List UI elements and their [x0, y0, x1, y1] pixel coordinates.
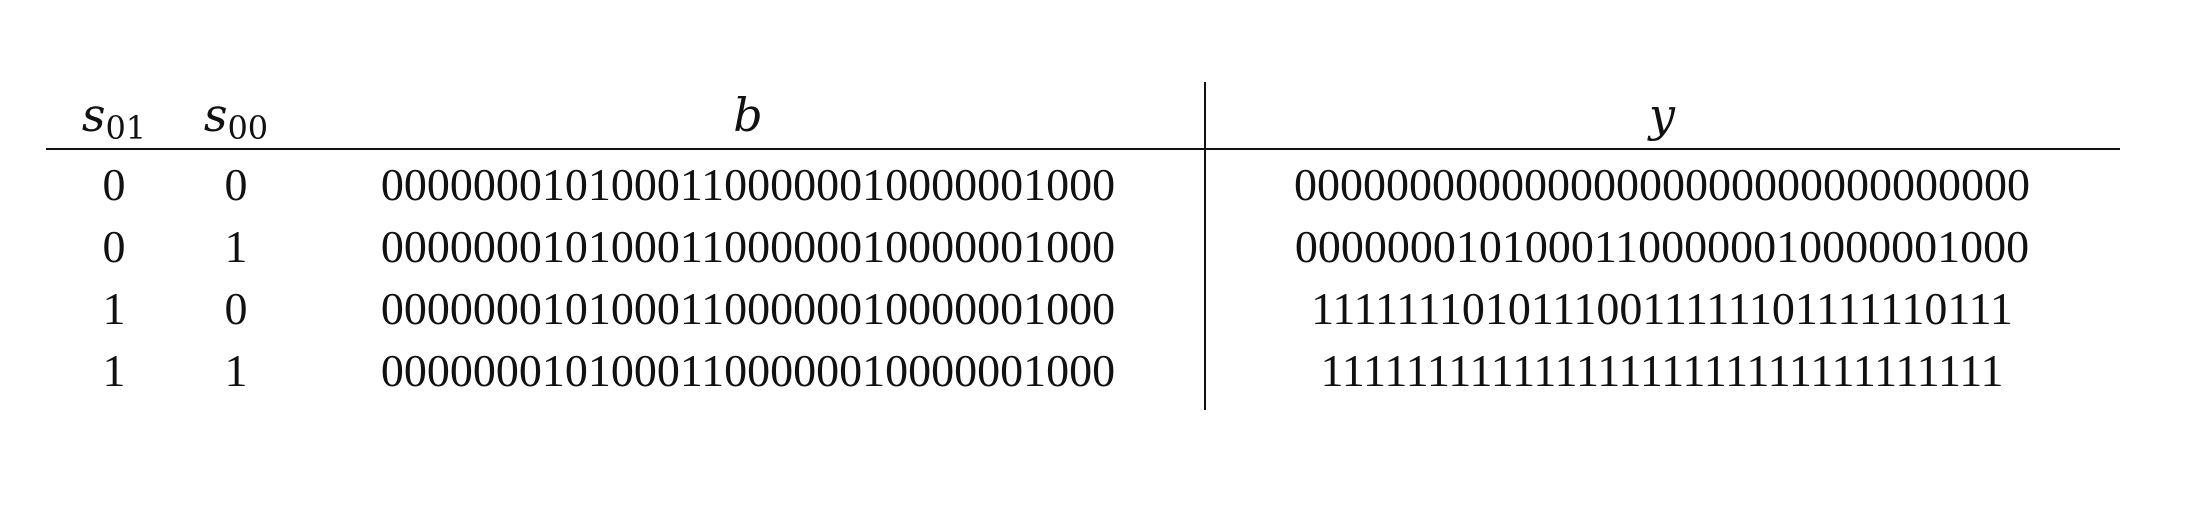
truth-table: s01 s00 b y 0 0 000000010100011000000100… — [46, 82, 2120, 410]
row-1-s01: 0 — [102, 221, 126, 272]
row-2-s01: 1 — [102, 283, 126, 334]
row-1-b: 00000001010001100000010000001000 — [380, 221, 1116, 272]
header-b: b — [733, 88, 763, 142]
row-1-y: 00000001010001100000010000001000 — [1294, 221, 2030, 272]
row-3-y: 11111111111111111111111111111111 — [1320, 345, 2004, 396]
row-3-b: 00000001010001100000010000001000 — [380, 345, 1116, 396]
header-rule — [46, 148, 2120, 150]
header-s01: s01 — [64, 84, 164, 146]
row-2-b: 00000001010001100000010000001000 — [380, 283, 1116, 334]
row-3-s00: 1 — [224, 345, 248, 396]
header-y: y — [1649, 88, 1675, 142]
row-0-s00: 0 — [224, 159, 248, 210]
header-s00: s00 — [186, 84, 286, 146]
column-separator — [1204, 82, 1206, 410]
header-s00-base: s — [203, 88, 228, 142]
row-0-s01: 0 — [102, 159, 126, 210]
header-s00-sub: 00 — [227, 109, 269, 147]
row-2-y: 11111110101110011111101111110111 — [1311, 283, 2013, 334]
row-2-s00: 0 — [224, 283, 248, 334]
header-s01-sub: 01 — [105, 109, 147, 147]
header-s01-base: s — [81, 88, 106, 142]
row-0-y: 00000000000000000000000000000000 — [1294, 159, 2030, 210]
row-0-b: 00000001010001100000010000001000 — [380, 159, 1116, 210]
row-3-s01: 1 — [102, 345, 126, 396]
row-1-s00: 1 — [224, 221, 248, 272]
